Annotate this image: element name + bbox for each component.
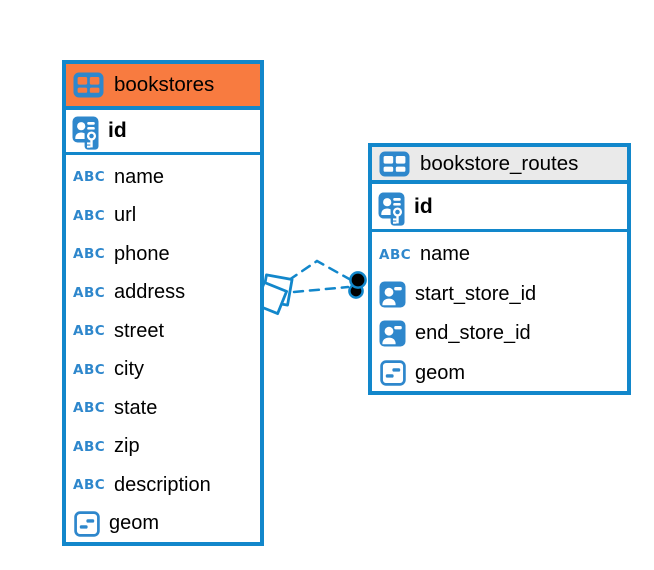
primary-key-row[interactable]: id: [372, 184, 627, 232]
primary-key-icon: [378, 192, 405, 226]
column-row[interactable]: geom: [66, 505, 260, 544]
text-type-icon: ABC: [73, 284, 106, 301]
column-name: geom: [109, 512, 160, 535]
column-name: name: [114, 165, 165, 188]
relationship-target-marker-dots: [348, 271, 367, 299]
column-row[interactable]: ABC description: [66, 466, 260, 505]
column-name: zip: [114, 435, 140, 458]
relationship-bookstores-to-bookstore_routes[interactable]: [253, 259, 367, 316]
text-type-icon: ABC: [379, 246, 412, 263]
column-row[interactable]: ABC name: [372, 235, 627, 275]
table-title: bookstore_routes: [420, 151, 579, 175]
column-name: description: [114, 473, 211, 496]
column-name: state: [114, 396, 158, 419]
column-name: url: [114, 204, 137, 227]
text-type-icon: ABC: [73, 323, 106, 340]
column-name: id: [108, 119, 127, 142]
table-header-bookstores[interactable]: bookstores: [66, 64, 260, 110]
geometry-type-icon: [73, 511, 100, 537]
column-name: address: [114, 281, 186, 304]
column-row[interactable]: geom: [372, 354, 627, 394]
column-name: name: [420, 243, 471, 266]
column-name: city: [114, 358, 144, 381]
table-bookstore-routes[interactable]: bookstore_routes id ABC name start_store_…: [368, 143, 631, 395]
text-type-icon: ABC: [73, 477, 106, 494]
relationship-line-upper[interactable]: [287, 259, 353, 282]
table-icon: [379, 151, 410, 177]
table-header-bookstore-routes[interactable]: bookstore_routes: [372, 147, 627, 184]
table-icon: [73, 72, 104, 98]
column-name: id: [414, 194, 433, 218]
column-name: start_store_id: [415, 282, 537, 305]
column-name: phone: [114, 242, 170, 265]
text-type-icon: ABC: [73, 400, 106, 417]
relationship-line-lower[interactable]: [292, 285, 350, 294]
table-title: bookstores: [114, 73, 215, 96]
column-row[interactable]: ABC city: [66, 351, 260, 390]
column-name: end_store_id: [415, 322, 531, 345]
column-name: street: [114, 319, 165, 342]
reference-icon: [379, 320, 406, 347]
text-type-icon: ABC: [73, 246, 106, 263]
reference-icon: [379, 281, 406, 308]
column-row[interactable]: ABC zip: [66, 428, 260, 467]
primary-key-icon: [72, 116, 99, 150]
column-name: geom: [415, 361, 466, 384]
primary-key-row[interactable]: id: [66, 110, 260, 155]
column-row[interactable]: ABC address: [66, 274, 260, 313]
fields-list: ABC name start_store_id end_store_id geom: [372, 232, 627, 393]
text-type-icon: ABC: [73, 207, 106, 224]
text-type-icon: ABC: [73, 438, 106, 455]
column-row[interactable]: ABC phone: [66, 235, 260, 274]
geometry-type-icon: [379, 360, 406, 386]
column-row[interactable]: ABC street: [66, 312, 260, 351]
column-row[interactable]: start_store_id: [372, 275, 627, 315]
column-row[interactable]: ABC state: [66, 389, 260, 428]
text-type-icon: ABC: [73, 169, 106, 186]
column-row[interactable]: end_store_id: [372, 314, 627, 354]
column-row[interactable]: ABC name: [66, 158, 260, 197]
text-type-icon: ABC: [73, 361, 106, 378]
column-row[interactable]: ABC url: [66, 197, 260, 236]
